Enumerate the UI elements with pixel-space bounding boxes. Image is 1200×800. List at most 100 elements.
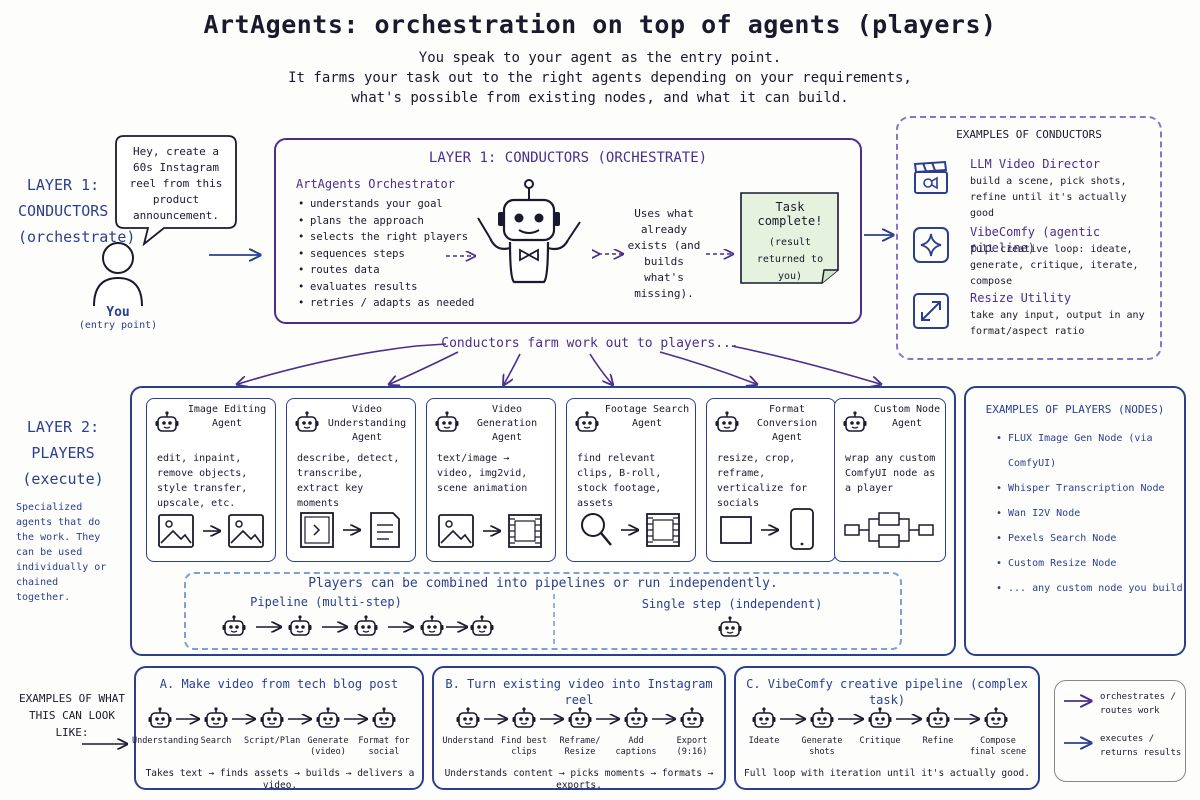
subtitle-line-2: It farms your task out to the right agen… bbox=[288, 70, 912, 86]
node-graph-icon bbox=[844, 512, 934, 548]
sparkle-icon bbox=[913, 227, 949, 263]
conductor-examples-heading: EXAMPLES OF CONDUCTORS bbox=[956, 128, 1102, 141]
player-card-video-generation: Video Generation Agent text/image → vide… bbox=[426, 398, 556, 562]
conductor-example-desc: take any input, output in any format/asp… bbox=[970, 310, 1145, 337]
step-label: Critique bbox=[859, 736, 901, 746]
layer1-label: LAYER 1: CONDUCTORS (orchestrate) bbox=[18, 172, 135, 250]
example-b-summary: Understands content → picks moments → fo… bbox=[444, 768, 714, 791]
step-label: Generate (video) bbox=[307, 736, 349, 757]
step-label: Understand bbox=[442, 736, 494, 746]
pipelines-divider bbox=[553, 594, 555, 646]
examples-label: EXAMPLES OF WHAT THIS CAN LOOK LIKE: bbox=[10, 690, 134, 741]
legend-orchestrates-arrow bbox=[1064, 694, 1094, 708]
subtitle-line-3: what's possible from existing nodes, and… bbox=[351, 90, 849, 106]
conductor-example-name: Resize Utility bbox=[970, 291, 1072, 305]
arrow-to-examples bbox=[82, 736, 132, 752]
example-c-title: C. VibeComfy creative pipeline (complex … bbox=[746, 677, 1028, 707]
legend-orchestrates: orchestrates / routes work bbox=[1100, 692, 1176, 716]
person-icon bbox=[93, 242, 143, 307]
subtitle: You speak to your agent as the entry poi… bbox=[0, 48, 1200, 108]
example-b-box bbox=[432, 666, 726, 790]
player-card-footage-search: Footage Search Agent find relevant clips… bbox=[566, 398, 696, 562]
conductor-example-name: LLM Video Director bbox=[970, 157, 1101, 171]
layer2-name: PLAYERS bbox=[31, 444, 95, 462]
farm-text: Conductors farm work out to players... bbox=[441, 336, 739, 351]
image-to-video-icon bbox=[438, 514, 542, 548]
robot-icon bbox=[435, 411, 460, 432]
example-b-title: B. Turn existing video into Instagram re… bbox=[445, 677, 713, 707]
player-name: Video Understanding Agent bbox=[327, 404, 407, 443]
step-label: Refine bbox=[922, 736, 954, 746]
conductor-heading: LAYER 1: CONDUCTORS (ORCHESTRATE) bbox=[428, 150, 708, 166]
player-name: Custom Node Agent bbox=[873, 404, 941, 429]
conductor-example-name: VibeComfy (agentic pipeline) bbox=[970, 225, 1101, 255]
step-label: Understanding bbox=[132, 736, 199, 746]
bullet-item: selects the right players bbox=[298, 229, 490, 246]
orchestrator-bullets: understands your goal plans the approach… bbox=[296, 196, 490, 312]
robot-icon bbox=[575, 411, 600, 432]
player-name: Format Conversion Agent bbox=[756, 404, 818, 443]
layer2-title: LAYER 2: bbox=[26, 418, 100, 436]
example-a-flow bbox=[147, 706, 397, 728]
step-label: Reframe/ Resize bbox=[559, 736, 601, 757]
fan-out-arrows bbox=[220, 343, 920, 388]
orchestrator-name: ArtAgents Orchestrator bbox=[296, 177, 455, 191]
arrow-uses-existing bbox=[592, 246, 628, 262]
single-step-label: Single step (independent) bbox=[641, 597, 823, 611]
examples-label-line-2: THIS CAN LOOK LIKE: bbox=[28, 709, 116, 739]
robot-icon bbox=[155, 411, 180, 432]
step-label: Compose final scene bbox=[969, 736, 1027, 757]
conductor-examples-box bbox=[896, 116, 1162, 360]
bullet-item: understands your goal bbox=[298, 196, 490, 213]
image-to-image-icon bbox=[158, 514, 264, 548]
player-name: Footage Search Agent bbox=[604, 404, 690, 429]
player-card-video-understanding: Video Understanding Agent describe, dete… bbox=[286, 398, 416, 562]
task-complete-text: Task complete! bbox=[757, 200, 823, 228]
robot-icon bbox=[715, 411, 740, 432]
player-desc: resize, crop, reframe, verticalize for s… bbox=[717, 453, 808, 509]
step-label: Script/Plan bbox=[244, 736, 301, 746]
player-card-format-conversion: Format Conversion Agent resize, crop, re… bbox=[706, 398, 836, 562]
player-example-item: Custom Resize Node bbox=[996, 551, 1196, 576]
player-name: Image Editing Agent bbox=[187, 404, 267, 429]
layer1-name: CONDUCTORS bbox=[18, 202, 109, 220]
layer1-title: LAYER 1: bbox=[26, 176, 100, 194]
example-a-title: A. Make video from tech blog post bbox=[159, 677, 399, 691]
bullet-item: evaluates results bbox=[298, 279, 490, 296]
example-c-box bbox=[734, 666, 1040, 790]
bullet-item: plans the approach bbox=[298, 213, 490, 230]
layer2-label: LAYER 2: PLAYERS (execute) bbox=[18, 414, 108, 492]
robot-icon bbox=[843, 411, 868, 432]
player-desc: describe, detect, transcribe, extract ke… bbox=[297, 453, 400, 509]
step-label: Add captions bbox=[615, 736, 657, 757]
uses-existing-text: Uses what already exists (and builds wha… bbox=[627, 207, 701, 300]
player-card-custom-node: Custom Node Agent wrap any custom ComfyU… bbox=[834, 398, 946, 562]
legend-box bbox=[1054, 680, 1186, 782]
layer2-desc: Specialized agents that do the work. The… bbox=[16, 502, 107, 603]
speech-text: Hey, create a 60s Instagram reel from th… bbox=[129, 145, 223, 222]
player-desc: find relevant clips, B-roll, stock foota… bbox=[577, 453, 662, 509]
player-example-item: Pexels Search Node bbox=[996, 526, 1196, 551]
page-title: ArtAgents: orchestration on top of agent… bbox=[203, 10, 997, 39]
player-name: Video Generation Agent bbox=[476, 404, 538, 443]
player-example-item: FLUX Image Gen Node (via ComfyUI) bbox=[996, 426, 1196, 476]
player-examples-heading: EXAMPLES OF PLAYERS (NODES) bbox=[985, 403, 1165, 416]
player-desc: text/image → video, img2vid, scene anima… bbox=[437, 453, 528, 494]
landscape-to-phone-icon bbox=[720, 508, 814, 550]
arrow-to-conductor-examples bbox=[864, 226, 898, 244]
legend-executes-arrow bbox=[1064, 736, 1094, 750]
example-c-summary: Full loop with iteration until it's actu… bbox=[744, 768, 1030, 779]
step-label: Format for social bbox=[358, 736, 410, 757]
bullet-item: retries / adapts as needed bbox=[298, 295, 490, 312]
example-b-flow bbox=[455, 706, 705, 728]
arrow-you-to-conductor bbox=[209, 245, 265, 265]
step-label: Generate shots bbox=[801, 736, 843, 757]
you-name: You bbox=[106, 305, 130, 320]
clapperboard-icon bbox=[913, 160, 948, 194]
step-label: Export (9:16) bbox=[676, 736, 708, 757]
pipelines-box bbox=[184, 572, 902, 650]
subtitle-line-1: You speak to your agent as the entry poi… bbox=[418, 50, 782, 66]
robot-icon bbox=[295, 411, 320, 432]
step-label: Ideate bbox=[748, 736, 780, 746]
legend-executes: executes / returns results bbox=[1100, 734, 1182, 758]
